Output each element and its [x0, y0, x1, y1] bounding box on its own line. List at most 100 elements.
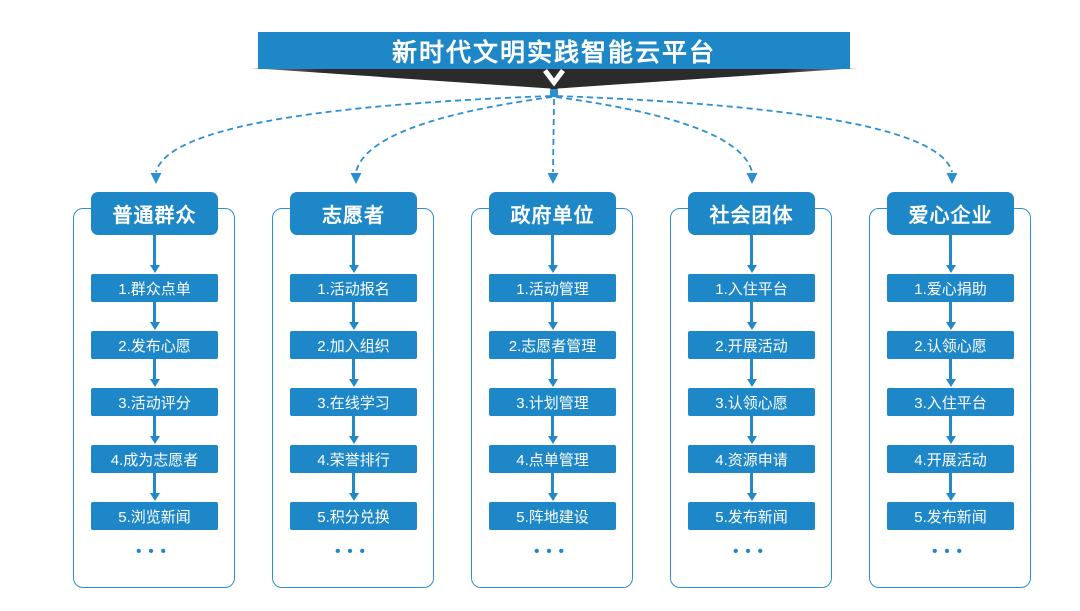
hub-dot — [550, 89, 558, 97]
step-label: 1.活动管理 — [516, 280, 589, 298]
ellipsis-more: ••• — [534, 543, 571, 560]
step-box: 1.群众点单 — [91, 274, 218, 302]
column-government-units: 政府单位 1.活动管理 2.志愿者管理 3.计划管理 4.点单管理 5.阵地建设… — [471, 192, 634, 588]
step-box: 3.认领心愿 — [688, 388, 815, 416]
down-arrow-icon — [750, 235, 753, 265]
step-label: 3.认领心愿 — [715, 394, 788, 412]
column-header-label: 普通群众 — [112, 205, 197, 227]
platform-title: 新时代文明实践智能云平台 — [391, 38, 716, 67]
column-header-label: 爱心企业 — [908, 205, 993, 227]
step-box: 3.在线学习 — [290, 388, 417, 416]
step-label: 5.积分兑换 — [317, 508, 390, 526]
down-arrow-icon — [352, 359, 355, 379]
step-label: 4.荣誉排行 — [317, 451, 390, 469]
arrowhead-col-5 — [946, 173, 958, 184]
column-header: 社会团体 — [688, 192, 815, 235]
column-header-label: 社会团体 — [709, 205, 794, 227]
down-arrow-icon — [551, 473, 554, 493]
connector-to-col-1 — [155, 95, 552, 173]
down-arrow-icon — [949, 359, 952, 379]
connector-to-col-2 — [355, 96, 553, 173]
down-arrow-icon — [153, 359, 156, 379]
step-label: 5.阵地建设 — [516, 508, 589, 526]
down-arrow-icon — [551, 359, 554, 379]
step-box: 1.活动报名 — [290, 274, 417, 302]
column-header: 普通群众 — [91, 192, 218, 235]
step-box: 2.开展活动 — [688, 331, 815, 359]
step-label: 3.入住平台 — [914, 394, 987, 412]
column-caring-enterprises: 爱心企业 1.爱心捐助 2.认领心愿 3.入住平台 4.开展活动 5.发布新闻 … — [869, 192, 1032, 588]
arrowhead-col-4 — [746, 173, 758, 184]
chevron-down-icon — [543, 69, 565, 87]
step-label: 2.加入组织 — [317, 337, 390, 355]
down-arrow-icon — [551, 416, 554, 436]
platform-title-banner: 新时代文明实践智能云平台 — [258, 32, 850, 69]
step-box: 3.入住平台 — [887, 388, 1014, 416]
step-label: 1.活动报名 — [317, 280, 390, 298]
step-box: 5.发布新闻 — [887, 502, 1014, 530]
ellipsis-more: ••• — [136, 543, 173, 560]
arrowhead-col-2 — [350, 173, 362, 184]
step-box: 4.成为志愿者 — [91, 445, 218, 473]
arrowhead-col-3b — [547, 173, 559, 184]
step-box: 5.阵地建设 — [489, 502, 616, 530]
arrowhead-col-1 — [150, 173, 162, 184]
down-arrow-icon — [153, 235, 156, 265]
connector-to-col-4 — [555, 96, 753, 173]
step-label: 5.发布新闻 — [914, 508, 987, 526]
step-box: 5.积分兑换 — [290, 502, 417, 530]
down-arrow-icon — [750, 302, 753, 322]
step-label: 1.爱心捐助 — [914, 280, 987, 298]
step-box: 5.发布新闻 — [688, 502, 815, 530]
step-box: 5.浏览新闻 — [91, 502, 218, 530]
down-arrow-icon — [750, 416, 753, 436]
step-label: 5.发布新闻 — [715, 508, 788, 526]
ellipsis-more: ••• — [733, 543, 770, 560]
step-label: 1.群众点单 — [118, 280, 191, 298]
step-box: 3.活动评分 — [91, 388, 218, 416]
down-arrow-icon — [352, 235, 355, 265]
step-box: 4.资源申请 — [688, 445, 815, 473]
down-arrow-icon — [352, 416, 355, 436]
step-label: 3.在线学习 — [317, 394, 390, 412]
step-label: 4.开展活动 — [914, 451, 987, 469]
down-arrow-icon — [352, 302, 355, 322]
step-label: 3.活动评分 — [118, 394, 191, 412]
ellipsis-more: ••• — [932, 543, 969, 560]
step-label: 4.资源申请 — [715, 451, 788, 469]
step-box: 4.点单管理 — [489, 445, 616, 473]
column-header: 政府单位 — [489, 192, 616, 235]
down-arrow-icon — [949, 302, 952, 322]
step-box: 1.活动管理 — [489, 274, 616, 302]
step-label: 2.认领心愿 — [914, 337, 987, 355]
down-arrow-icon — [153, 302, 156, 322]
column-header-label: 政府单位 — [510, 205, 595, 227]
down-arrow-icon — [949, 235, 952, 265]
step-box: 2.发布心愿 — [91, 331, 218, 359]
step-label: 4.点单管理 — [516, 451, 589, 469]
step-box: 2.认领心愿 — [887, 331, 1014, 359]
connector-to-col-5 — [556, 95, 953, 173]
down-arrow-icon — [352, 473, 355, 493]
step-label: 1.入住平台 — [715, 280, 788, 298]
column-ordinary-masses: 普通群众 1.群众点单 2.发布心愿 3.活动评分 4.成为志愿者 5.浏览新闻… — [73, 192, 236, 588]
step-label: 2.志愿者管理 — [508, 337, 597, 355]
ellipsis-more: ••• — [335, 543, 372, 560]
connector-lines-layer — [150, 68, 958, 184]
step-label: 2.开展活动 — [715, 337, 788, 355]
down-arrow-icon — [551, 235, 554, 265]
step-box: 2.加入组织 — [290, 331, 417, 359]
step-box: 4.荣誉排行 — [290, 445, 417, 473]
step-box: 3.计划管理 — [489, 388, 616, 416]
down-arrow-icon — [949, 416, 952, 436]
down-arrow-icon — [750, 473, 753, 493]
down-arrow-icon — [153, 473, 156, 493]
down-arrow-icon — [153, 416, 156, 436]
connector-to-col-3 — [552, 98, 555, 173]
down-arrow-icon — [949, 473, 952, 493]
step-box: 4.开展活动 — [887, 445, 1014, 473]
column-header: 爱心企业 — [887, 192, 1014, 235]
step-label: 4.成为志愿者 — [110, 451, 199, 469]
step-label: 3.计划管理 — [516, 394, 589, 412]
